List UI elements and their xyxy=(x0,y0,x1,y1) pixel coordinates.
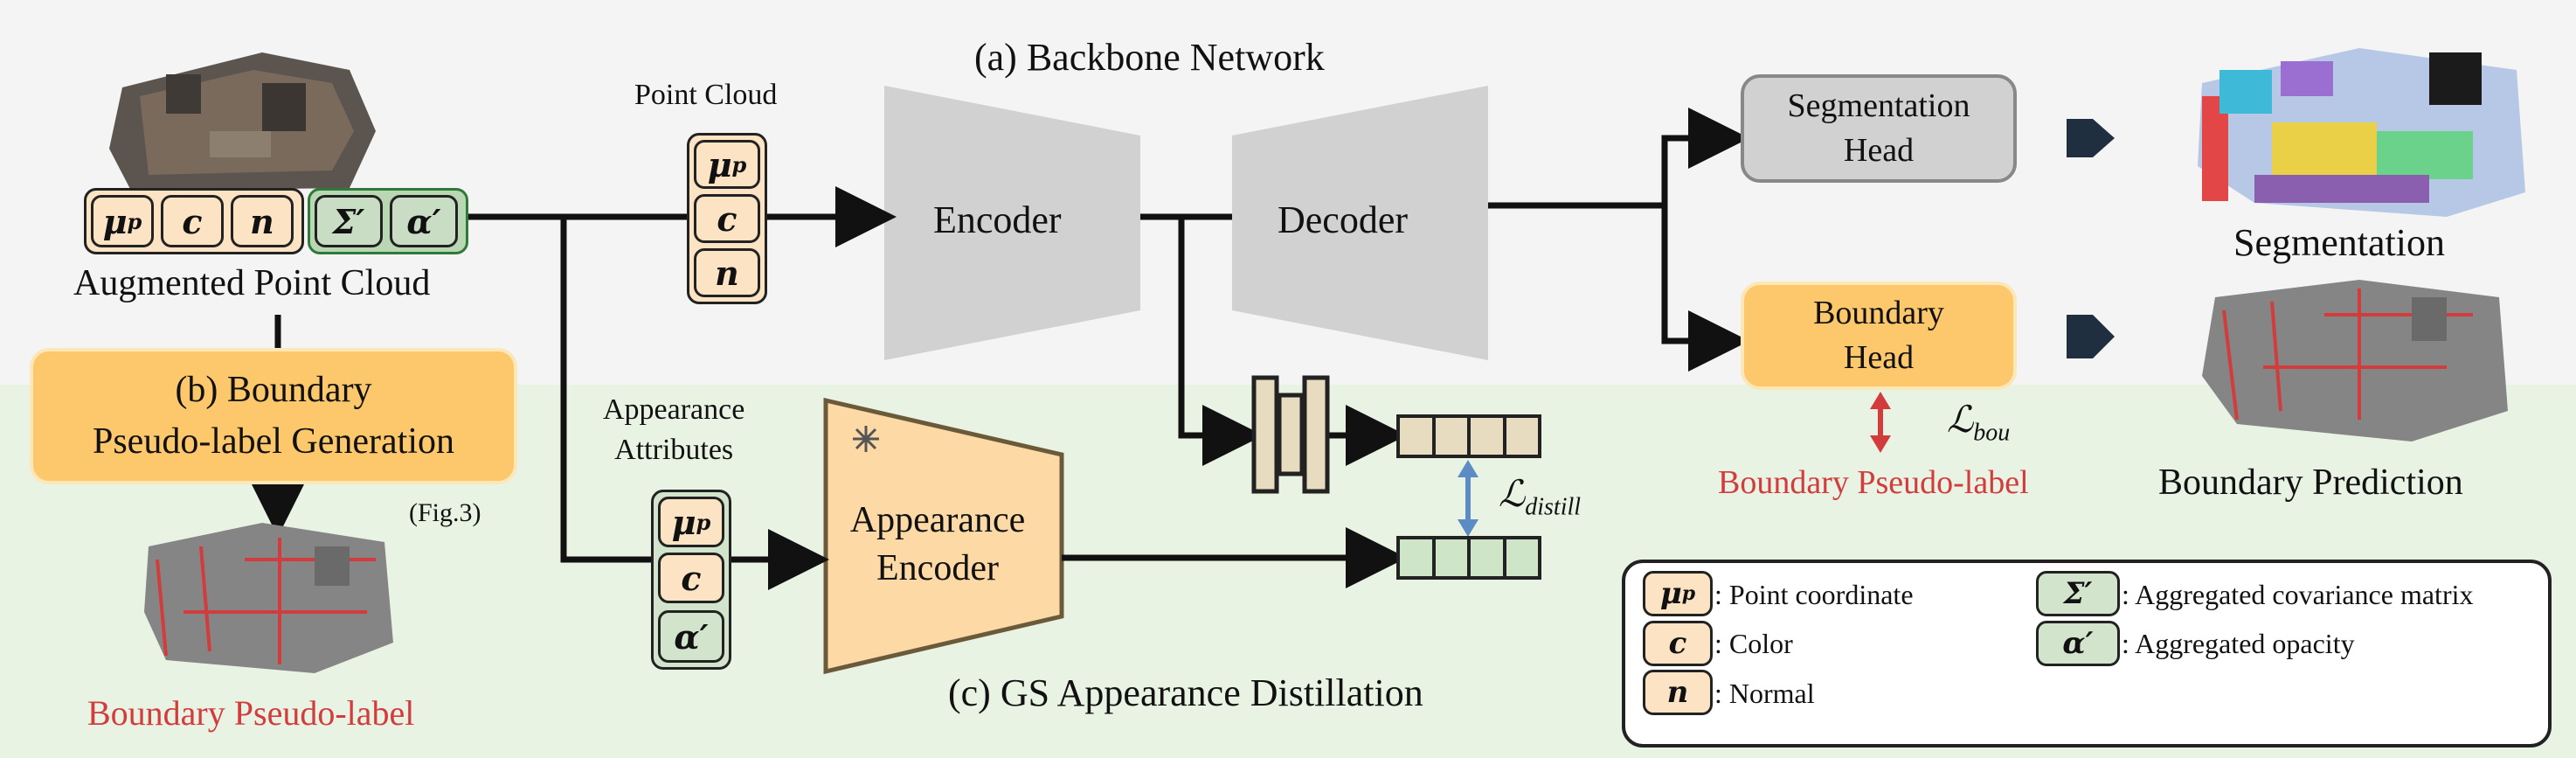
chip-c: c xyxy=(161,195,224,247)
pseudo-label-image xyxy=(144,523,393,673)
legend-n: : Normal xyxy=(1714,678,1815,709)
augmented-label: Augmented Point Cloud xyxy=(73,263,431,303)
legend-alpha: : Aggregated opacity xyxy=(2122,628,2355,659)
legend-chip-sigma: Σ′ xyxy=(2036,571,2120,616)
bou-output-arrow xyxy=(2067,315,2115,358)
chip-alpha: α′ xyxy=(390,195,458,247)
chip-n: n xyxy=(231,195,294,247)
backbone-title: (a) Backbone Network xyxy=(974,36,1325,79)
encoder-label: Encoder xyxy=(933,198,1062,241)
boundary-loss: ℒbou xyxy=(1947,400,2011,447)
distillation-title: (c) GS Appearance Distillation xyxy=(948,671,1423,714)
encoder-shape xyxy=(884,86,1140,360)
legend-chip-n: n xyxy=(1643,670,1713,715)
decoder-shape xyxy=(1232,86,1488,360)
segmentation-image xyxy=(2198,48,2525,217)
boundary-pseudo-label-head: Boundary Pseudo-label xyxy=(1718,464,2029,501)
legend-c: : Color xyxy=(1714,628,1793,659)
distill-loss: ℒdistill xyxy=(1499,475,1582,521)
app-chip-c: c xyxy=(658,553,724,603)
app-chip-alpha: α′ xyxy=(658,610,724,663)
appearance-feature-vector xyxy=(1396,536,1541,580)
chip-sigma: Σ′ xyxy=(315,195,383,247)
augmented-cloud-image xyxy=(109,52,376,191)
decoder-feature-vector xyxy=(1396,414,1541,458)
boundary-prediction-label: Boundary Prediction xyxy=(2158,462,2463,503)
boundary-prediction-image xyxy=(2202,280,2508,442)
point-cloud-label: Point Cloud xyxy=(634,79,778,111)
boundary-pseudo-label-output: Boundary Pseudo-label xyxy=(87,693,415,733)
frozen-snowflake-icon xyxy=(853,426,879,452)
legend-sigma: : Aggregated covariance matrix xyxy=(2122,579,2474,610)
legend-chip-alpha: α′ xyxy=(2036,621,2120,666)
seg-output-arrow xyxy=(2067,119,2115,157)
decoder-label: Decoder xyxy=(1278,198,1409,241)
legend-chip-c: c xyxy=(1643,621,1713,666)
legend-mu: : Point coordinate xyxy=(1714,579,1914,610)
pc-chip-c: c xyxy=(694,194,760,243)
fig-ref: (Fig.3) xyxy=(409,498,481,527)
pc-chip-n: n xyxy=(694,248,760,297)
segmentation-output-label: Segmentation xyxy=(2233,221,2445,264)
